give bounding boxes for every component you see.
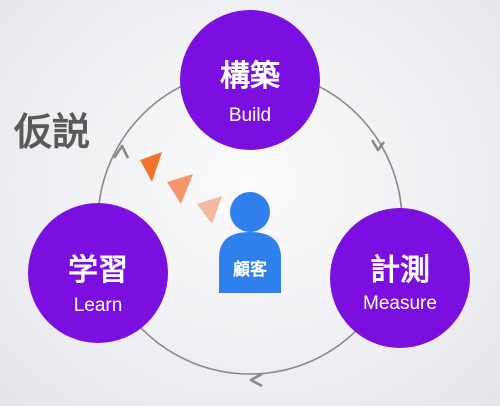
- customer-person-icon: 顧客: [219, 192, 281, 293]
- build-subtitle: Build: [229, 105, 271, 126]
- triangle-pointer-icon: [197, 196, 222, 224]
- cycle-arrow-icon: [370, 139, 386, 152]
- measure-subtitle: Measure: [363, 293, 437, 314]
- measure-title: 計測: [370, 253, 430, 288]
- build-node: 構築 Build: [180, 10, 320, 150]
- cycle-arrow-icon: [249, 372, 263, 388]
- customer-label: 顧客: [233, 259, 268, 280]
- learn-subtitle: Learn: [74, 295, 123, 316]
- learn-title: 学習: [68, 253, 128, 288]
- hypothesis-label: 仮説: [13, 110, 90, 154]
- triangle-pointer-icon: [167, 174, 193, 204]
- measure-node: 計測 Measure: [330, 208, 470, 348]
- build-title: 構築: [220, 59, 281, 94]
- cycle-arrow-icon: [112, 144, 130, 159]
- learn-node: 学習 Learn: [28, 203, 168, 343]
- triangle-pointer-icon: [140, 152, 162, 182]
